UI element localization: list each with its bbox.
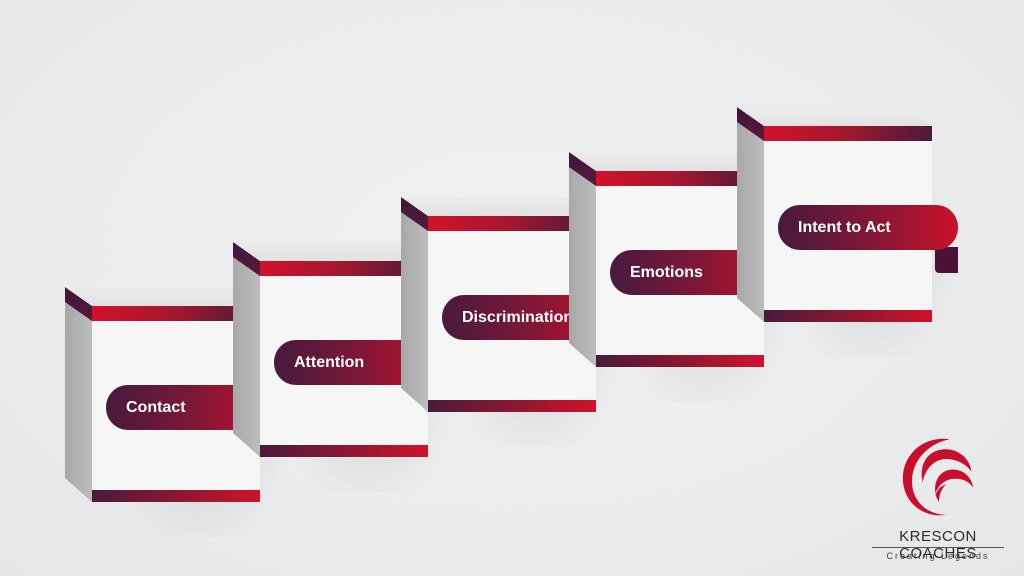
step-label-tab: Intent to Act: [778, 205, 958, 273]
step-side-face: [233, 242, 260, 457]
tab-fold: [935, 247, 958, 273]
step-label: Emotions: [630, 264, 703, 281]
tab-pill: Intent to Act: [778, 205, 958, 250]
step-bottom-band: [260, 445, 428, 457]
step-top-band: [596, 171, 764, 186]
step-bottom-band: [92, 490, 260, 502]
step-top-band: [764, 126, 932, 141]
step-top-face: [233, 242, 428, 261]
brand-tagline: Creating Legends: [886, 551, 990, 561]
step-contact: Contact: [65, 287, 293, 537]
step-label: Attention: [294, 354, 365, 371]
swoosh-logo-icon: [902, 438, 974, 516]
step-bottom-band: [428, 400, 596, 412]
step-bottom-band: [764, 310, 932, 322]
brand-divider: [872, 547, 1004, 548]
step-side-face: [401, 197, 428, 412]
step-top-band: [260, 261, 428, 276]
step-intent-to-act: Intent to Act: [737, 107, 965, 357]
step-side-face: [737, 107, 764, 322]
step-top-face: [737, 107, 932, 126]
step-top-face: [401, 197, 596, 216]
step-top-face: [569, 152, 764, 171]
step-side-face: [65, 287, 92, 502]
step-label: Intent to Act: [798, 219, 891, 236]
step-side-face: [569, 152, 596, 367]
brand-logo: KRESCON COACHES Creating Legends: [858, 430, 1018, 570]
step-top-band: [92, 306, 260, 321]
step-bottom-band: [596, 355, 764, 367]
step-top-face: [65, 287, 260, 306]
step-emotions: Emotions: [569, 152, 797, 402]
step-attention: Attention: [233, 242, 461, 492]
step-top-band: [428, 216, 596, 231]
step-label: Discrimination: [462, 309, 574, 326]
step-discrimination: Discrimination: [401, 197, 629, 447]
step-label: Contact: [126, 399, 186, 416]
brand-name: KRESCON COACHES: [899, 528, 977, 562]
